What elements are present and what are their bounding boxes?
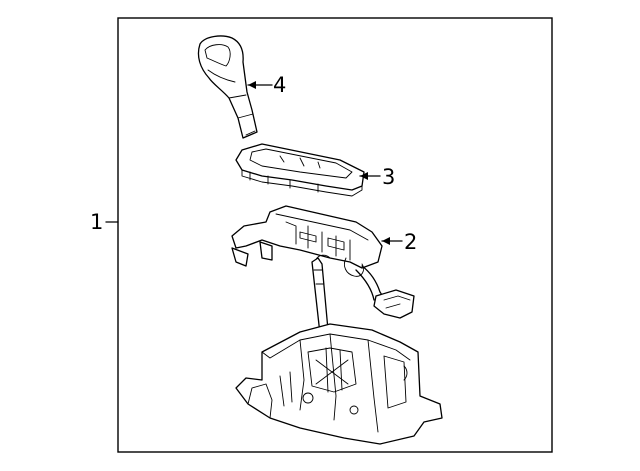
callout-3-label: 3 bbox=[382, 165, 395, 189]
callout-2-label: 2 bbox=[404, 230, 417, 254]
callout-3: 3 bbox=[359, 165, 395, 189]
callout-1: 1 bbox=[90, 210, 119, 234]
callout-2: 2 bbox=[381, 230, 417, 254]
bezel-trim-part bbox=[235, 143, 365, 197]
base-bracket-part bbox=[231, 205, 415, 319]
callout-4: 4 bbox=[247, 73, 286, 97]
shift-knob-part bbox=[197, 35, 258, 139]
callout-4-label: 4 bbox=[273, 73, 286, 97]
assembly-frame bbox=[117, 17, 553, 453]
callout-1-label: 1 bbox=[90, 210, 103, 234]
shifter-housing-part bbox=[235, 257, 443, 445]
